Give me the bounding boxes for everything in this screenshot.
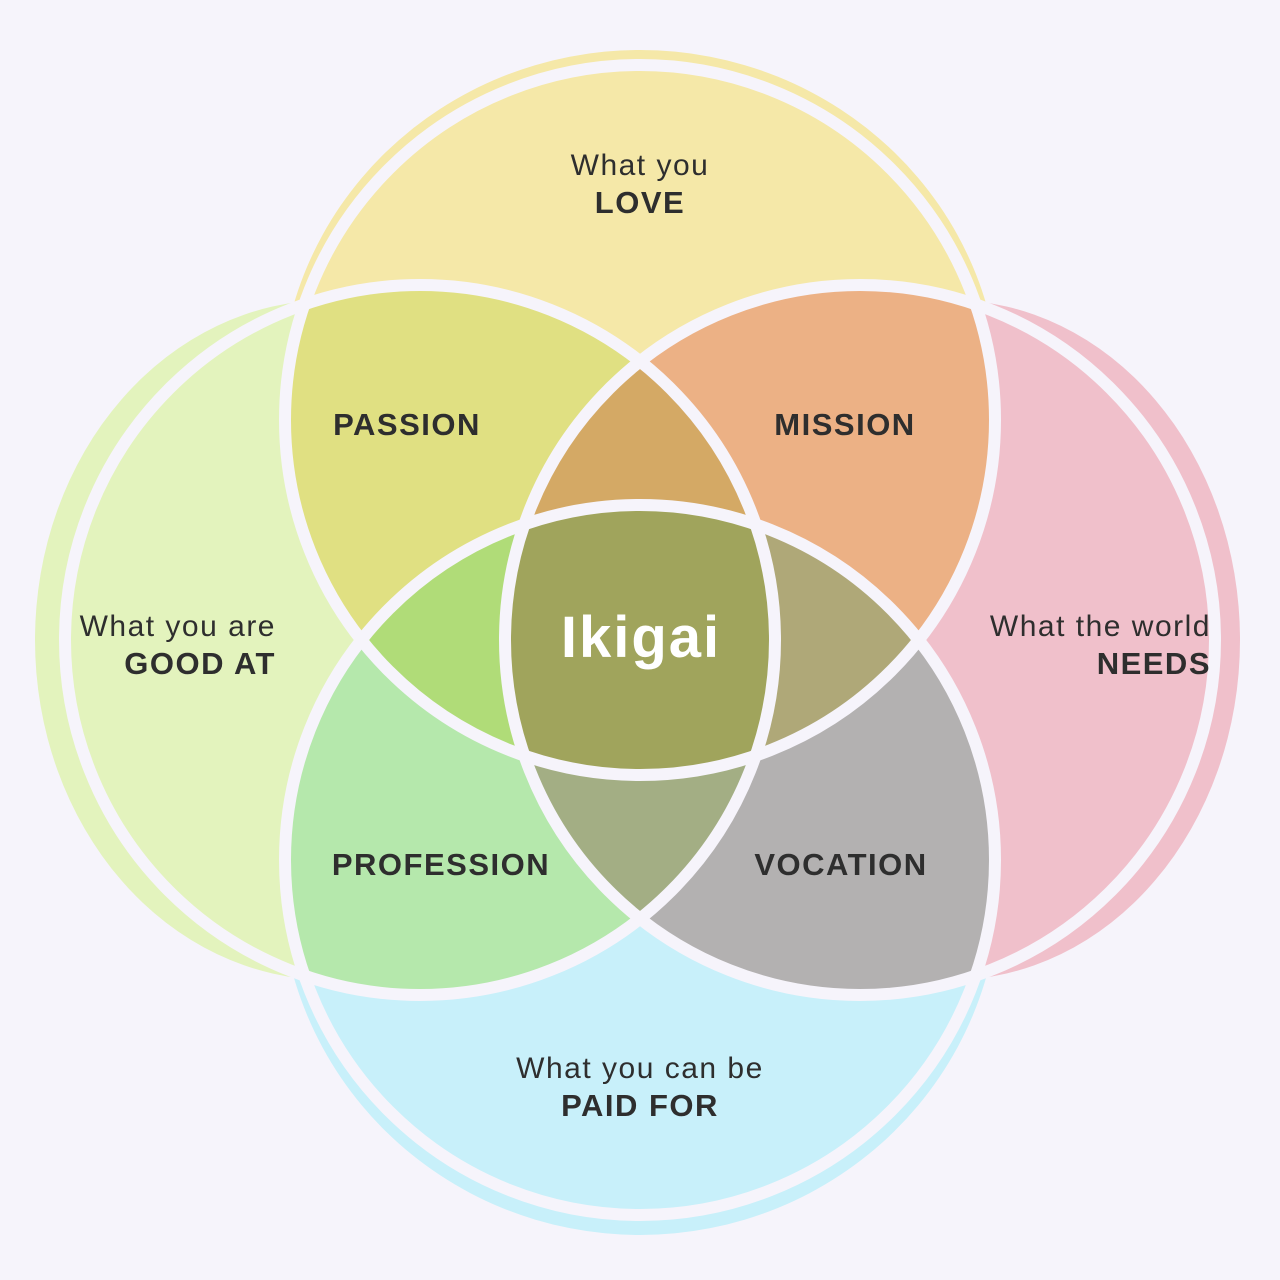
love-label-line1: What you (571, 149, 710, 182)
love-label-line2: LOVE (595, 185, 685, 220)
passion-label: PASSION (333, 407, 481, 442)
ikigai-label: Ikigai (561, 605, 721, 670)
inner-regions (285, 285, 995, 995)
paid-for-label-line2: PAID FOR (561, 1088, 719, 1123)
good-at-label-line2: GOOD AT (124, 646, 276, 681)
left-lens (285, 505, 775, 775)
paid-for-label-line1: What you can be (516, 1052, 764, 1085)
right-lens (505, 505, 995, 775)
top-border (279, 59, 1001, 781)
vocation-label: VOCATION (754, 847, 927, 882)
needs-label-line1: What the world (990, 610, 1211, 643)
profession-label: PROFESSION (332, 847, 550, 882)
right-border (499, 279, 1221, 1001)
bottom-lens (505, 505, 775, 995)
good-at-label-line1: What you are (80, 610, 276, 643)
top-lens (505, 285, 775, 775)
mission-label: MISSION (774, 407, 915, 442)
circle-borders (59, 59, 1221, 1221)
bottom-border (279, 499, 1001, 1221)
needs-label-line2: NEEDS (1097, 646, 1211, 681)
left-border (59, 279, 781, 1001)
